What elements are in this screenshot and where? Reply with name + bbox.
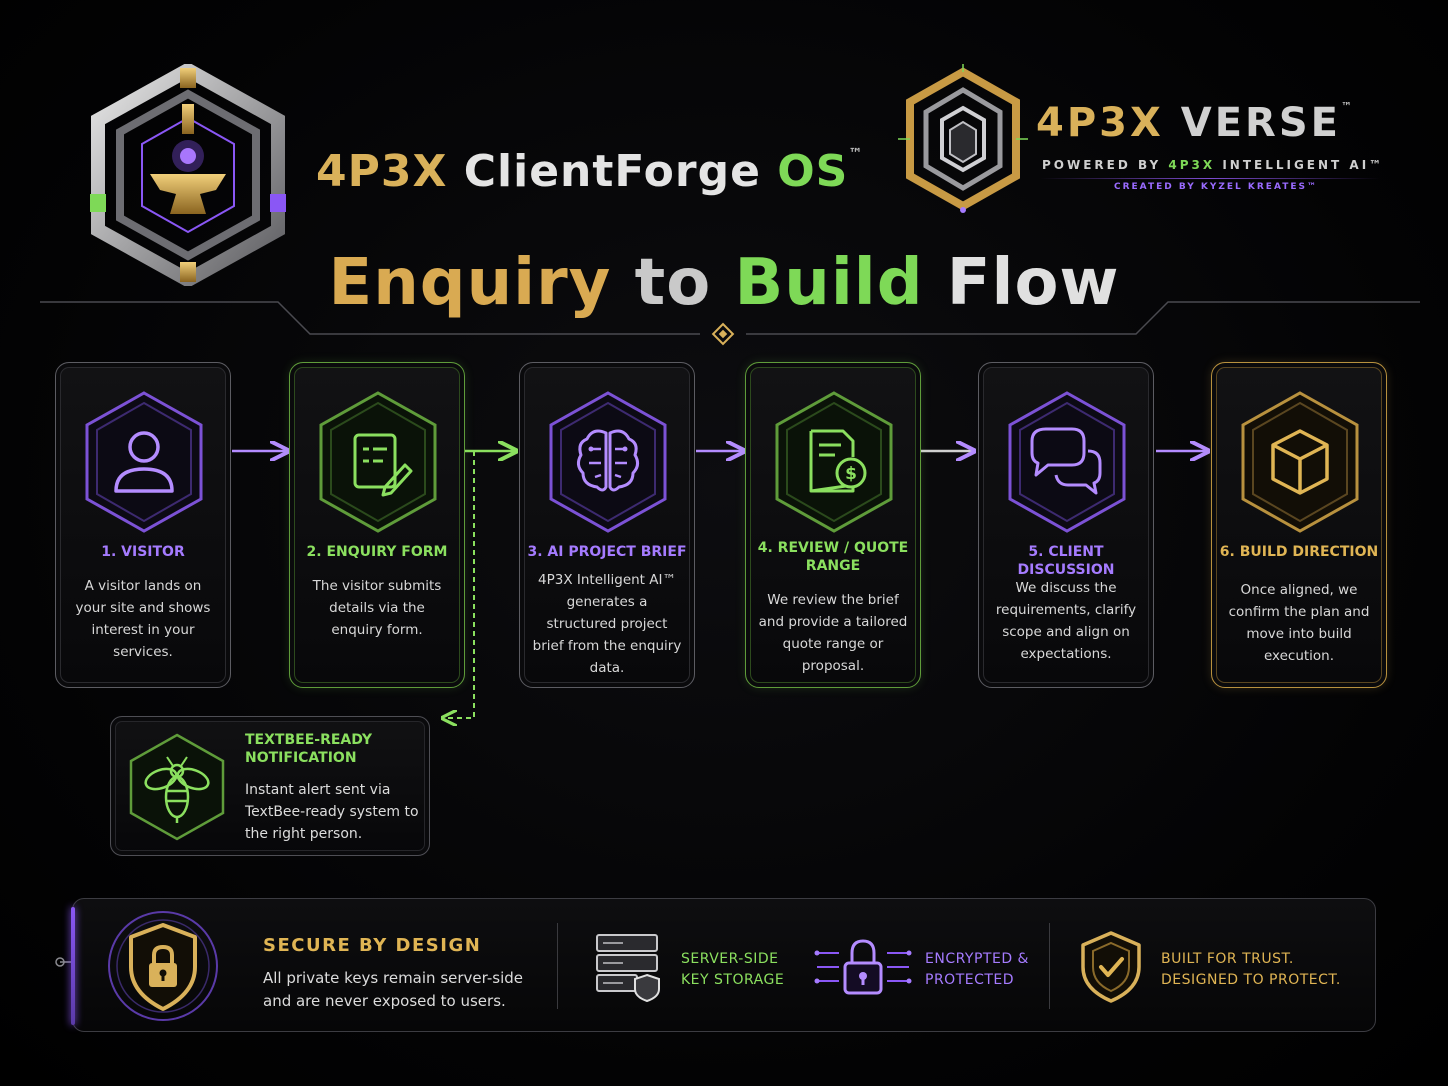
clientforge-logo-icon: [90, 64, 286, 286]
feature-line: SERVER-SIDE: [681, 951, 779, 967]
step-card-review-quote: $ 4. REVIEW / QUOTE RANGE We review the …: [745, 362, 921, 688]
feature-line: BUILT FOR TRUST.: [1161, 951, 1294, 967]
feature-built-for-trust: BUILT FOR TRUST. DESIGNED TO PROTECT.: [1161, 949, 1341, 991]
feature-server-side: SERVER-SIDE KEY STORAGE: [681, 949, 784, 991]
powered-brand: 4P3X: [1168, 158, 1216, 172]
svg-text:$: $: [845, 464, 857, 484]
title-word-1: Enquiry: [328, 246, 612, 320]
step-description: We discuss the requirements, clarify sco…: [995, 580, 1137, 662]
step-card-visitor: 1. VISITOR A visitor lands on your site …: [55, 362, 231, 688]
brand-part1: 4P3X: [316, 146, 448, 197]
brand-wordmark: 4P3X ClientForge OS™: [316, 146, 863, 197]
textbee-notification-card: TEXTBEE-READY NOTIFICATION Instant alert…: [110, 716, 430, 856]
security-title: SECURE BY DESIGN: [263, 935, 482, 956]
verse-part2: VERSE: [1180, 100, 1341, 146]
title-word-3: Build: [734, 246, 924, 320]
title-word-2: to: [634, 246, 712, 320]
verse-trademark: ™: [1340, 100, 1355, 113]
feature-line: KEY STORAGE: [681, 972, 785, 988]
verse-logo-icon: [898, 64, 1028, 213]
verse-part1: 4P3X: [1036, 100, 1164, 146]
verse-wordmark: 4P3X VERSE™: [1036, 100, 1355, 146]
brand-part3: OS: [777, 146, 849, 197]
quote-document-icon: $: [775, 391, 893, 533]
check-shield-icon: [1081, 931, 1141, 1003]
verse-created-by: CREATED BY KYZEL KREATES™: [1114, 182, 1318, 192]
security-description: All private keys remain server-side and …: [263, 969, 523, 1010]
step-description: The visitor submits details via the enqu…: [312, 578, 442, 638]
bee-icon: [129, 733, 225, 841]
step-description: Once aligned, we confirm the plan and mo…: [1228, 582, 1370, 664]
notification-title: TEXTBEE-READY NOTIFICATION: [245, 732, 372, 766]
cube-icon: [1241, 391, 1359, 533]
feature-line: DESIGNED TO PROTECT.: [1161, 972, 1341, 988]
step-card-build-direction: 6. BUILD DIRECTION Once aligned, we conf…: [1211, 362, 1387, 688]
feature-encrypted: ENCRYPTED & PROTECTED: [925, 949, 1029, 991]
brand-trademark: ™: [848, 146, 864, 162]
notification-description: Instant alert sent via TextBee-ready sys…: [245, 782, 419, 842]
step-label: 3. AI PROJECT BRIEF: [527, 544, 687, 560]
step-label: 5. CLIENT DISCUSSION: [1017, 544, 1115, 578]
step-description: A visitor lands on your site and shows i…: [75, 578, 211, 660]
powered-prefix: POWERED BY: [1042, 158, 1162, 172]
user-icon: [85, 391, 203, 533]
brain-icon: [549, 391, 667, 533]
feature-line: PROTECTED: [925, 972, 1015, 988]
step-label: 1. VISITOR: [101, 544, 185, 560]
divider: [557, 923, 558, 1009]
verse-powered-by: POWERED BY 4P3X INTELLIGENT AI™: [1042, 158, 1384, 172]
page-title: Enquiry to Build Flow: [0, 246, 1448, 320]
step-card-ai-project-brief: 3. AI PROJECT BRIEF 4P3X Intelligent AI™…: [519, 362, 695, 688]
divider: [1049, 923, 1050, 1009]
step-description: We review the brief and provide a tailor…: [758, 592, 908, 674]
step-label: 6. BUILD DIRECTION: [1219, 544, 1379, 560]
powered-suffix: INTELLIGENT AI™: [1222, 158, 1385, 172]
circuit-lock-icon: [814, 939, 912, 995]
form-edit-icon: [319, 391, 437, 533]
step-description: 4P3X Intelligent AI™ generates a structu…: [532, 572, 682, 676]
title-word-4: Flow: [946, 246, 1120, 320]
security-accent-bar: [71, 907, 75, 1025]
chat-bubbles-icon: [1008, 391, 1126, 533]
security-panel: SECURE BY DESIGN All private keys remain…: [71, 898, 1376, 1032]
step-card-enquiry-form: 2. ENQUIRY FORM The visitor submits deta…: [289, 362, 465, 688]
server-shield-icon: [596, 934, 660, 1003]
step-label: 2. ENQUIRY FORM: [306, 544, 448, 560]
brand-part2: ClientForge: [463, 146, 761, 197]
step-card-client-discussion: 5. CLIENT DISCUSSION We discuss the requ…: [978, 362, 1154, 688]
feature-line: ENCRYPTED &: [925, 951, 1029, 967]
verse-divider: [1040, 178, 1380, 179]
step-label: 4. REVIEW / QUOTE RANGE: [757, 540, 909, 574]
lock-shield-icon: [108, 911, 218, 1021]
